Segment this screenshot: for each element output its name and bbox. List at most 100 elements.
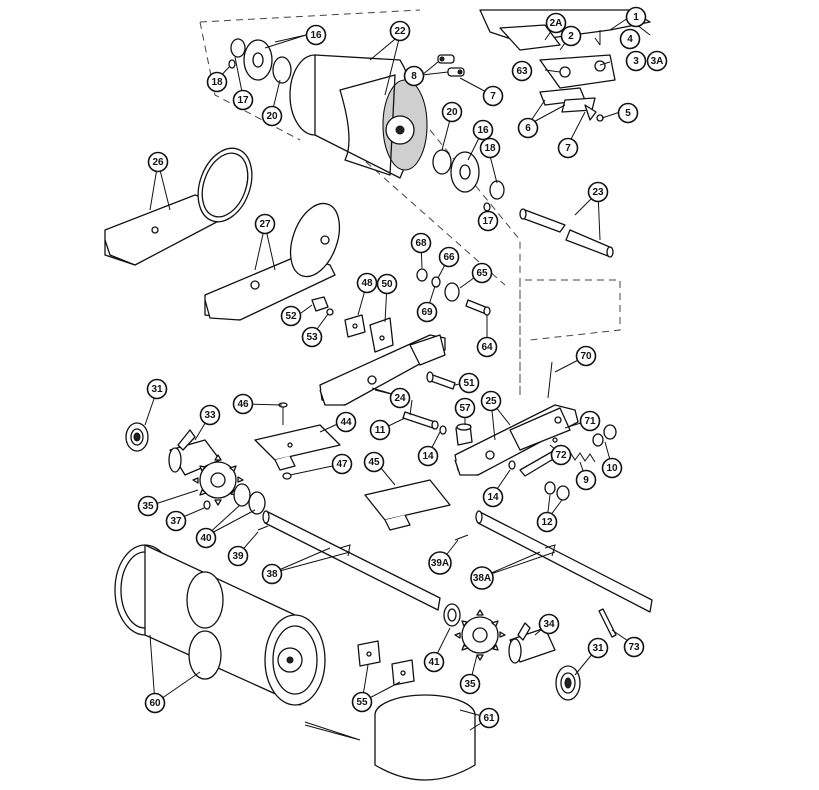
callout-39a: 39A [428, 551, 452, 575]
callout-22: 22 [389, 20, 411, 42]
callout-63: 63 [511, 60, 533, 82]
small-pins [257, 525, 469, 541]
callout-circle [416, 301, 438, 323]
hub-shaft-34 [508, 622, 556, 664]
callout-circle [482, 85, 504, 107]
callout-47: 47 [331, 453, 353, 475]
callout-circle [261, 563, 283, 585]
callout-57: 57 [454, 397, 476, 419]
callout-11: 11 [369, 419, 391, 441]
callout-circle [232, 89, 254, 111]
callout-circle [601, 457, 623, 479]
callout-circle [195, 527, 217, 549]
callout-circle [459, 673, 481, 695]
callout-circle [261, 105, 283, 127]
callout-circle [646, 50, 668, 72]
callout-circle [301, 326, 323, 348]
callout-45: 45 [363, 451, 385, 473]
callout-14: 14 [417, 445, 439, 467]
callout-circle [617, 102, 639, 124]
callout-64: 64 [476, 336, 498, 358]
callout-16: 16 [305, 24, 327, 46]
callout-number: 8 [411, 71, 417, 82]
callout-circle [623, 636, 645, 658]
callout-number: 35 [142, 501, 154, 512]
callout-8: 8 [403, 65, 425, 87]
callout-circle [550, 444, 572, 466]
callout-number: 64 [481, 342, 493, 353]
callout-number: 55 [356, 697, 368, 708]
callout-40: 40 [195, 527, 217, 549]
callout-number: 50 [381, 279, 393, 290]
callout-73: 73 [623, 636, 645, 658]
callout-number: 72 [555, 450, 567, 461]
callout-circle [575, 345, 597, 367]
callout-38a: 38A [470, 566, 494, 590]
callout-circle [335, 411, 357, 433]
callout-number: 51 [463, 378, 475, 389]
callout-number: 2A [550, 18, 563, 29]
callout-7: 7 [482, 85, 504, 107]
callout-circle [417, 445, 439, 467]
pin-57-bolt-11 [402, 411, 516, 470]
callout-38: 38 [261, 563, 283, 585]
callout-number: 61 [483, 713, 495, 724]
shaft-38 [262, 510, 441, 611]
callout-circle [376, 273, 398, 295]
callout-35: 35 [459, 673, 481, 695]
callout-circle [477, 210, 499, 232]
callout-circle [137, 495, 159, 517]
callout-number: 26 [152, 157, 164, 168]
callout-number: 68 [415, 238, 427, 249]
callout-circle [423, 651, 445, 673]
callout-71: 71 [579, 410, 601, 432]
callout-31: 31 [146, 378, 168, 400]
pins-23 [519, 208, 614, 258]
callout-12: 12 [536, 511, 558, 533]
callout-5: 5 [617, 102, 639, 124]
callout-circle [479, 137, 501, 159]
callout-circle [619, 28, 641, 50]
plate-48-bracket-50 [311, 296, 394, 353]
callout-33: 33 [199, 404, 221, 426]
callout-circle [625, 50, 647, 72]
callout-number: 18 [484, 143, 496, 154]
callout-number: 40 [200, 533, 212, 544]
callout-3: 3 [625, 50, 647, 72]
callout-44: 44 [335, 411, 357, 433]
callout-circle [147, 151, 169, 173]
callout-41: 41 [423, 651, 445, 673]
callout-51: 51 [458, 372, 480, 394]
callout-10: 10 [601, 457, 623, 479]
callout-circle [232, 393, 254, 415]
callout-39: 39 [227, 545, 249, 567]
callout-circle [579, 410, 601, 432]
callout-circle [575, 469, 597, 491]
callout-20: 20 [261, 105, 283, 127]
callout-circle [478, 707, 500, 729]
callout-70: 70 [575, 345, 597, 367]
callout-circle [389, 20, 411, 42]
callout-52: 52 [280, 305, 302, 327]
callout-number: 1 [633, 12, 639, 23]
sprocket-35-left [192, 454, 266, 515]
callout-number: 18 [211, 77, 223, 88]
callout-number: 71 [584, 416, 596, 427]
callout-4: 4 [619, 28, 641, 50]
callout-circle [517, 117, 539, 139]
bearing-upper-left [228, 38, 292, 84]
callout-55: 55 [351, 691, 373, 713]
callout-number: 23 [592, 187, 604, 198]
arm-with-disc-27 [204, 202, 341, 321]
callout-number: 10 [606, 463, 618, 474]
callout-number: 57 [459, 403, 471, 414]
callout-circle [471, 262, 493, 284]
callout-34: 34 [538, 613, 560, 635]
callout-number: 20 [266, 111, 278, 122]
callout-1: 1 [625, 6, 647, 28]
callout-number: 16 [477, 125, 489, 136]
callout-number: 11 [375, 425, 386, 436]
callout-7: 7 [557, 137, 579, 159]
